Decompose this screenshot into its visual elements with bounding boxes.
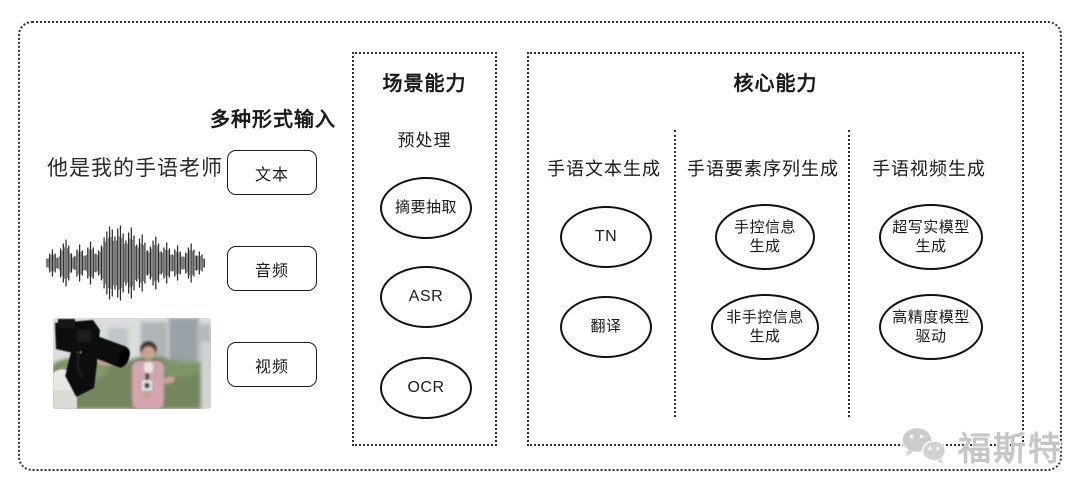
node-asr: ASR [380,266,472,328]
node-translation: 翻译 [560,296,652,358]
node-tn: TN [560,206,652,268]
video-thumbnail [53,318,211,409]
column-divider-2 [848,130,850,417]
camera-illustration [53,319,130,409]
core-capability-box: 核心能力 手语文本生成 手语要素序列生成 手语视频生成 TN 翻译 手控信息 生… [527,52,1024,446]
audio-waveform [45,225,206,301]
outer-dotted-border [18,21,1062,471]
video-thumbnail-illustration [53,318,211,409]
input-tag-text: 文本 [227,150,317,195]
node-high-precision-driving: 高精度模型 驱动 [879,294,983,360]
input-tag-video: 视频 [227,342,317,387]
node-non-manual-info-generation: 非手控信息 生成 [711,294,819,360]
audio-waveform-svg [46,225,206,301]
node-summary-extraction: 摘要抽取 [380,177,472,239]
input-section-label: 多种形式输入 [210,109,336,131]
column-divider-1 [674,130,676,417]
node-manual-info-generation: 手控信息 生成 [715,204,815,270]
column-header-element-sequence: 手语要素序列生成 [687,159,839,179]
watermark: 福斯特 [898,420,1063,472]
node-ocr: OCR [380,357,472,419]
scene-capability-box: 场景能力 预处理 摘要抽取 ASR OCR [352,52,497,446]
watermark-text: 福斯特 [958,430,1063,467]
scene-box-title: 场景能力 [382,73,467,95]
core-box-title: 核心能力 [733,73,818,95]
column-header-video-generation: 手语视频生成 [872,159,986,179]
sample-sentence-text: 他是我的手语老师 [47,157,223,180]
wechat-icon [901,426,947,464]
node-hyperrealistic-model: 超写实模型 生成 [879,204,983,270]
input-tag-audio: 音频 [227,246,317,291]
column-header-text-generation: 手语文本生成 [547,159,661,179]
preprocess-label: 预处理 [397,131,452,150]
reporter-illustration [132,341,175,409]
